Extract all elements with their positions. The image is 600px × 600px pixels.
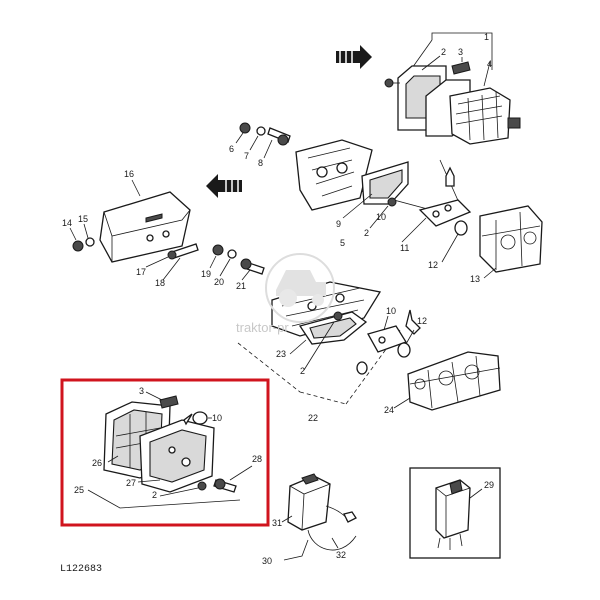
mounting-bracket-upper xyxy=(295,139,472,263)
callout-4: 4 xyxy=(487,59,492,69)
watermark-text: traktor-pr xyxy=(236,320,289,335)
callout-11: 11 xyxy=(400,243,409,253)
light-housing-16 xyxy=(69,179,199,281)
fasteners-6-8 xyxy=(235,122,291,159)
callout-2d: 2 xyxy=(152,490,157,500)
callout-9: 9 xyxy=(336,219,341,229)
callout-3: 3 xyxy=(458,47,463,57)
callout-5: 5 xyxy=(340,238,345,248)
callout-29: 29 xyxy=(484,480,494,490)
callout-28: 28 xyxy=(252,454,262,464)
callout-30: 30 xyxy=(262,556,272,566)
callout-12b: 12 xyxy=(417,316,427,326)
callout-21: 21 xyxy=(236,281,246,291)
tractor-watermark-icon xyxy=(265,253,335,323)
highlight-frame xyxy=(60,378,270,527)
callout-17: 17 xyxy=(136,267,146,277)
callout-2c: 2 xyxy=(300,366,305,376)
callout-23: 23 xyxy=(276,349,286,359)
callout-26: 26 xyxy=(92,458,102,468)
callout-24: 24 xyxy=(384,405,394,415)
direction-arrow-icon xyxy=(336,45,372,69)
figure-code: L122683 xyxy=(60,564,102,575)
callout-15: 15 xyxy=(78,214,88,224)
callout-32: 32 xyxy=(336,550,346,560)
callout-7: 7 xyxy=(244,151,249,161)
mounting-bracket-lower xyxy=(237,281,421,405)
relay-30 xyxy=(281,473,357,561)
callout-19: 19 xyxy=(201,269,211,279)
callout-2b: 2 xyxy=(364,228,369,238)
callout-3b: 3 xyxy=(139,386,144,396)
callout-25: 25 xyxy=(74,485,84,495)
callout-12: 12 xyxy=(428,260,438,270)
callout-10c: 10 xyxy=(212,413,222,423)
callout-10: 10 xyxy=(376,212,386,222)
callout-8: 8 xyxy=(258,158,263,168)
fasteners-19-21 xyxy=(209,244,265,281)
callout-31: 31 xyxy=(272,518,282,528)
callout-18: 18 xyxy=(155,278,165,288)
flasher-unit-29 xyxy=(435,479,483,550)
marker-lamp-13 xyxy=(479,205,543,279)
callout-22: 22 xyxy=(308,413,318,423)
direction-arrow-icon xyxy=(206,174,242,198)
callout-2: 2 xyxy=(441,47,446,57)
callout-14: 14 xyxy=(62,218,72,228)
callout-27: 27 xyxy=(126,478,136,488)
marker-lamp-24 xyxy=(393,351,501,411)
rear-lamp-assembly-highlighted xyxy=(87,391,253,509)
rear-lamp-assembly-top xyxy=(299,32,521,216)
callout-16: 16 xyxy=(124,169,134,179)
callout-6: 6 xyxy=(229,144,234,154)
callout-1: 1 xyxy=(484,32,489,42)
callout-13: 13 xyxy=(470,274,480,284)
callout-20: 20 xyxy=(214,277,224,287)
callout-10b: 10 xyxy=(386,306,396,316)
